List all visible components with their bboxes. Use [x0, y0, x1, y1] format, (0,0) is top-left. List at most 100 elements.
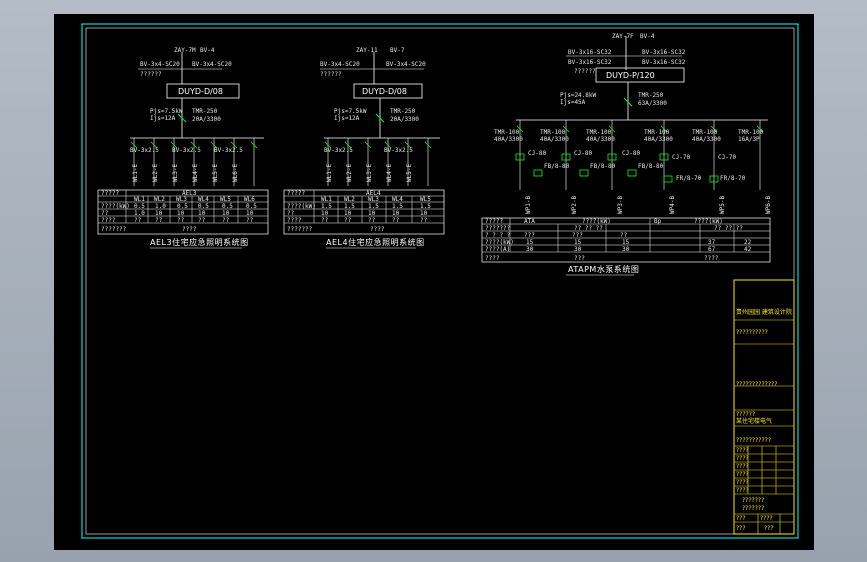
svg-text:???: ???: [524, 232, 535, 239]
svg-text:10: 10: [246, 210, 254, 217]
svg-text:FB/8-80: FB/8-80: [638, 163, 664, 170]
ael3-diagram-title: AEL3住宅应急照明系统图: [150, 237, 249, 247]
svg-text:?????????????: ?????????????: [736, 381, 777, 388]
svg-text:????: ????: [370, 226, 385, 233]
svg-text:????: ????: [736, 487, 749, 494]
svg-text:30: 30: [526, 246, 534, 253]
title-block[interactable]: 贵州园园 建筑设计院 ?????????? ????????????? ????…: [733, 279, 795, 535]
svg-text:40A/3300: 40A/3300: [644, 136, 673, 143]
svg-text:CJ-80: CJ-80: [528, 150, 546, 157]
svg-text:AEL4: AEL4: [366, 190, 381, 197]
drawing-sheet[interactable]: ZAY-7M BV-4 BV-3x4-SC20 BV-3x4-SC20 ????…: [54, 14, 814, 550]
svg-text:ZAY-7F: ZAY-7F: [612, 33, 634, 40]
svg-text:30: 30: [574, 246, 582, 253]
svg-text:????: ????: [736, 471, 749, 478]
svg-text:WL5-E: WL5-E: [212, 164, 219, 182]
svg-text:?? ?? ??: ?? ?? ??: [574, 225, 603, 232]
svg-text:????: ????: [182, 226, 197, 233]
svg-text:???: ???: [736, 525, 746, 532]
atapm-breaker-box[interactable]: [595, 67, 685, 83]
svg-text:??: ??: [321, 217, 329, 224]
svg-text:10: 10: [420, 210, 428, 217]
svg-text:???: ???: [736, 515, 746, 522]
svg-text:??: ??: [620, 232, 628, 239]
svg-text:???????: ???????: [485, 225, 511, 232]
svg-text:20A/3300: 20A/3300: [192, 116, 221, 123]
svg-text:?????: ?????: [287, 190, 305, 197]
svg-text:BV-3x4-SC20: BV-3x4-SC20: [320, 61, 360, 68]
svg-text:WL2-E: WL2-E: [346, 164, 353, 182]
svg-text:? ? ? ?: ? ? ? ?: [485, 232, 511, 239]
svg-text:????(kW): ????(kW): [287, 203, 316, 210]
svg-text:BV-3x4-SC20: BV-3x4-SC20: [192, 61, 232, 68]
svg-text:???: ???: [764, 525, 774, 532]
svg-text:37: 37: [708, 239, 716, 246]
svg-text:AEL3: AEL3: [182, 190, 197, 197]
svg-text:WL2-E: WL2-E: [152, 164, 159, 182]
svg-text:??????: ??????: [574, 68, 596, 75]
svg-text:???????????: ???????????: [736, 437, 771, 444]
svg-text:WP1-B: WP1-B: [525, 196, 532, 214]
ael3-diagram[interactable]: ZAY-7M BV-4 BV-3x4-SC20 BV-3x4-SC20 ????…: [97, 47, 269, 249]
svg-text:CJ-80: CJ-80: [622, 150, 640, 157]
svg-text:22: 22: [744, 239, 752, 246]
svg-text:??????: ??????: [736, 411, 755, 418]
svg-text:ZAY-11: ZAY-11: [356, 47, 378, 54]
svg-text:Pjs=24.8kW: Pjs=24.8kW: [560, 92, 597, 99]
svg-text:BV-3x2.5: BV-3x2.5: [130, 147, 159, 154]
svg-text:ZAY-7M: ZAY-7M: [174, 47, 196, 54]
atapm-diagram[interactable]: ZAY-7F BV-4 BV-3x16-SC32 BV-3x16-SC32 BV…: [481, 33, 772, 276]
svg-text:Pjs=7.5kW: Pjs=7.5kW: [334, 108, 367, 115]
atapm-breaker-model: DUYD-P/120: [606, 71, 655, 80]
svg-text:WL6-E: WL6-E: [232, 164, 239, 182]
svg-text:??: ??: [222, 217, 230, 224]
svg-text:BV-3x4-SC20: BV-3x4-SC20: [140, 61, 180, 68]
svg-text:??: ??: [368, 217, 376, 224]
svg-text:WL4-E: WL4-E: [192, 164, 199, 182]
svg-text:BV-3x2.5: BV-3x2.5: [172, 147, 201, 154]
company-name: 贵州园园 建筑设计院: [736, 308, 792, 316]
svg-text:????: ????: [760, 515, 773, 522]
svg-text:???: ???: [572, 232, 583, 239]
svg-text:??: ??: [101, 210, 109, 217]
ael3-breaker-box[interactable]: [166, 83, 240, 99]
svg-text:BV-4: BV-4: [640, 33, 655, 40]
svg-text:WL1-E: WL1-E: [326, 164, 333, 182]
svg-text:40A/3300: 40A/3300: [586, 136, 615, 143]
svg-text:??: ??: [392, 217, 400, 224]
svg-text:WL3: WL3: [176, 196, 187, 203]
svg-text:TMR-100: TMR-100: [644, 129, 670, 136]
svg-text:??: ??: [287, 210, 295, 217]
svg-text:0.5: 0.5: [177, 203, 188, 210]
svg-text:WP3-B: WP3-B: [617, 196, 624, 214]
svg-text:FR/8-70: FR/8-70: [720, 175, 746, 182]
svg-text:??: ??: [246, 217, 254, 224]
svg-text:TMR-100: TMR-100: [692, 129, 718, 136]
svg-text:CJ-70: CJ-70: [718, 154, 736, 161]
svg-text:40A/3300: 40A/3300: [494, 136, 523, 143]
svg-text:WL3-E: WL3-E: [172, 164, 179, 182]
svg-text:TMR-250: TMR-250: [192, 108, 218, 115]
ael4-breaker-box[interactable]: [353, 83, 423, 99]
svg-text:Pjs=7.5kW: Pjs=7.5kW: [150, 108, 183, 115]
svg-text:WL3-E: WL3-E: [366, 164, 373, 182]
svg-text:CJ-70: CJ-70: [672, 154, 690, 161]
svg-text:BV-3x16-SC32: BV-3x16-SC32: [642, 49, 686, 56]
svg-text:????(A): ????(A): [485, 246, 510, 253]
svg-text:BV-3x4-SC20: BV-3x4-SC20: [386, 61, 426, 68]
svg-text:???: ???: [574, 255, 585, 262]
svg-text:WL4-E: WL4-E: [386, 164, 393, 182]
svg-text:20A/3300: 20A/3300: [390, 116, 419, 123]
svg-text:????: ????: [101, 217, 116, 224]
ael3-breaker-model: DUYD-D/08: [178, 87, 223, 96]
svg-text:ATA: ATA: [524, 218, 535, 225]
ael4-diagram[interactable]: ZAY-11 BV-7 BV-3x4-SC20 BV-3x4-SC20 ????…: [283, 47, 445, 249]
svg-text:????(kW): ????(kW): [101, 203, 130, 210]
svg-text:1.5: 1.5: [321, 203, 332, 210]
svg-text:??: ??: [177, 217, 185, 224]
svg-text:???????: ???????: [287, 226, 313, 233]
svg-text:BV-7: BV-7: [390, 47, 405, 54]
svg-text:16A/3P: 16A/3P: [738, 136, 760, 143]
svg-text:BV-3x16-SC32: BV-3x16-SC32: [568, 59, 612, 66]
svg-text:WL1: WL1: [321, 196, 332, 203]
